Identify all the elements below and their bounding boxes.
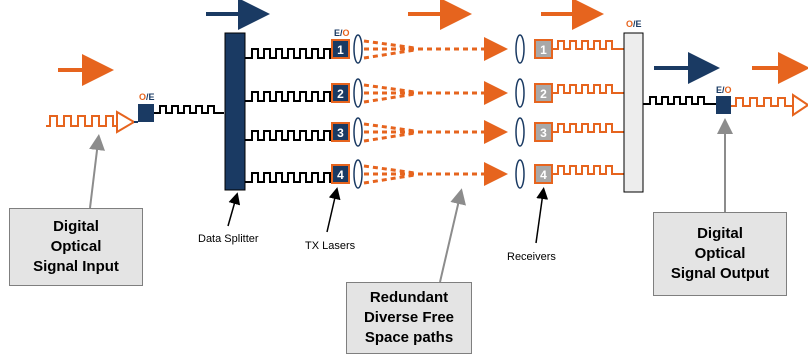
lens-icon	[353, 159, 363, 189]
receiver-number: 1	[540, 43, 547, 57]
lens-icon	[515, 34, 525, 64]
lens-icon	[515, 159, 525, 189]
callout-line: Space paths	[364, 329, 454, 346]
tx-laser-2: 2	[331, 83, 350, 103]
lens-icon	[353, 34, 363, 64]
rx-oe-label: O/E	[626, 19, 642, 29]
input-optical-signal	[46, 115, 117, 127]
pointer-arrow-icon	[439, 188, 466, 283]
input-oe-converter	[138, 104, 154, 122]
lens-icon	[353, 117, 363, 147]
callout-line: Digital	[53, 218, 99, 235]
tx-lasers-label: TX Lasers	[305, 240, 356, 252]
callout-line: Redundant	[369, 289, 449, 306]
callout-line: Diverse Free	[363, 309, 455, 326]
receiver-4: 4	[534, 164, 553, 184]
tx-laser-3: 3	[331, 122, 350, 142]
tx-eo-label: E/O	[334, 28, 350, 38]
callout-signal-input: Digital Optical Signal Input	[9, 208, 143, 286]
direction-arrows	[58, 0, 808, 86]
callout-pointers	[89, 118, 733, 283]
receivers-label: Receivers	[507, 251, 556, 263]
callout-free-space-paths: Redundant Diverse Free Space paths	[346, 282, 472, 354]
tx-laser-4: 4	[331, 164, 350, 184]
pointer-arrow-icon	[535, 187, 549, 244]
data-splitter	[224, 32, 246, 191]
input-oe-label: O/E	[139, 92, 155, 102]
tx-laser-number: 3	[337, 126, 344, 140]
receiver-outputs	[552, 40, 624, 175]
pointer-arrow-icon	[89, 134, 105, 209]
tx-laser-number: 1	[337, 43, 344, 57]
callout-line: Signal Input	[33, 258, 119, 275]
output-eo-converter	[716, 96, 731, 114]
input-electrical-signal	[154, 105, 224, 114]
callout-line: Optical	[694, 245, 746, 262]
rx-lens-icons	[515, 34, 525, 189]
input-amplifier-icon	[116, 110, 136, 134]
lens-icon	[353, 78, 363, 108]
output-eo-label: E/O	[716, 85, 732, 95]
callout-line: Digital	[697, 225, 743, 242]
callout-signal-output: Digital Optical Signal Output	[653, 212, 787, 296]
free-space-beams	[363, 37, 508, 186]
tx-laser-number: 2	[337, 87, 344, 101]
pointer-arrow-icon	[227, 192, 241, 227]
lens-icon	[515, 117, 525, 147]
output-optical-signal	[731, 97, 793, 107]
receiver-2: 2	[534, 83, 553, 103]
pointer-arrow-icon	[326, 187, 341, 233]
tx-laser-number: 4	[337, 168, 344, 182]
output-amplifier-icon	[792, 93, 808, 117]
lens-icon	[515, 78, 525, 108]
output-electrical-signal	[643, 96, 716, 105]
signal-combiner	[623, 32, 644, 193]
data-splitter-label: Data Splitter	[198, 233, 259, 245]
tx-laser-1: 1	[331, 39, 350, 59]
receiver-number: 2	[540, 87, 547, 101]
receiver-number: 3	[540, 126, 547, 140]
tx-lens-icons	[353, 34, 363, 189]
callout-line: Signal Output	[670, 265, 770, 282]
label-pointers	[227, 187, 549, 244]
receiver-1: 1	[534, 39, 553, 59]
receiver-3: 3	[534, 122, 553, 142]
callout-line: Optical	[50, 238, 102, 255]
receiver-number: 4	[540, 168, 547, 182]
splitter-outputs	[245, 48, 332, 183]
